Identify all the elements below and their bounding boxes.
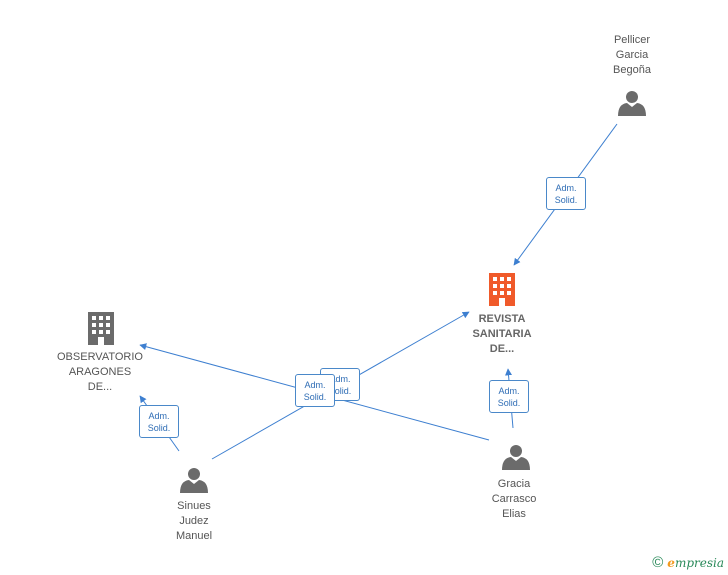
edge-label-gracia-observatorio: Adm. Solid.	[295, 374, 335, 407]
edge-label-pellicer-revista: Adm. Solid.	[546, 177, 586, 210]
edge-label-gracia-revista: Adm. Solid.	[489, 380, 529, 413]
copyright-icon: ©	[652, 554, 664, 571]
brand-logo: © empresia	[652, 554, 724, 571]
person-icon[interactable]	[618, 91, 646, 116]
node-label-gracia[interactable]: Gracia Carrasco Elias	[491, 478, 537, 520]
node-label-pellicer[interactable]: Pellicer Garcia Begoña	[613, 34, 651, 76]
brand-wordmark: empresia	[667, 555, 724, 570]
node-label-revista[interactable]: REVISTA SANITARIA DE...	[472, 313, 532, 355]
person-icon[interactable]	[180, 468, 208, 493]
building-icon[interactable]	[489, 273, 515, 306]
node-label-sinues[interactable]: Sinues Judez Manuel	[175, 500, 213, 542]
building-icon[interactable]	[88, 312, 114, 345]
edge-label-sinues-observatorio: Adm. Solid.	[139, 405, 179, 438]
person-icon[interactable]	[502, 445, 530, 470]
node-label-observatorio[interactable]: OBSERVATORIO ARAGONES DE...	[57, 351, 143, 393]
